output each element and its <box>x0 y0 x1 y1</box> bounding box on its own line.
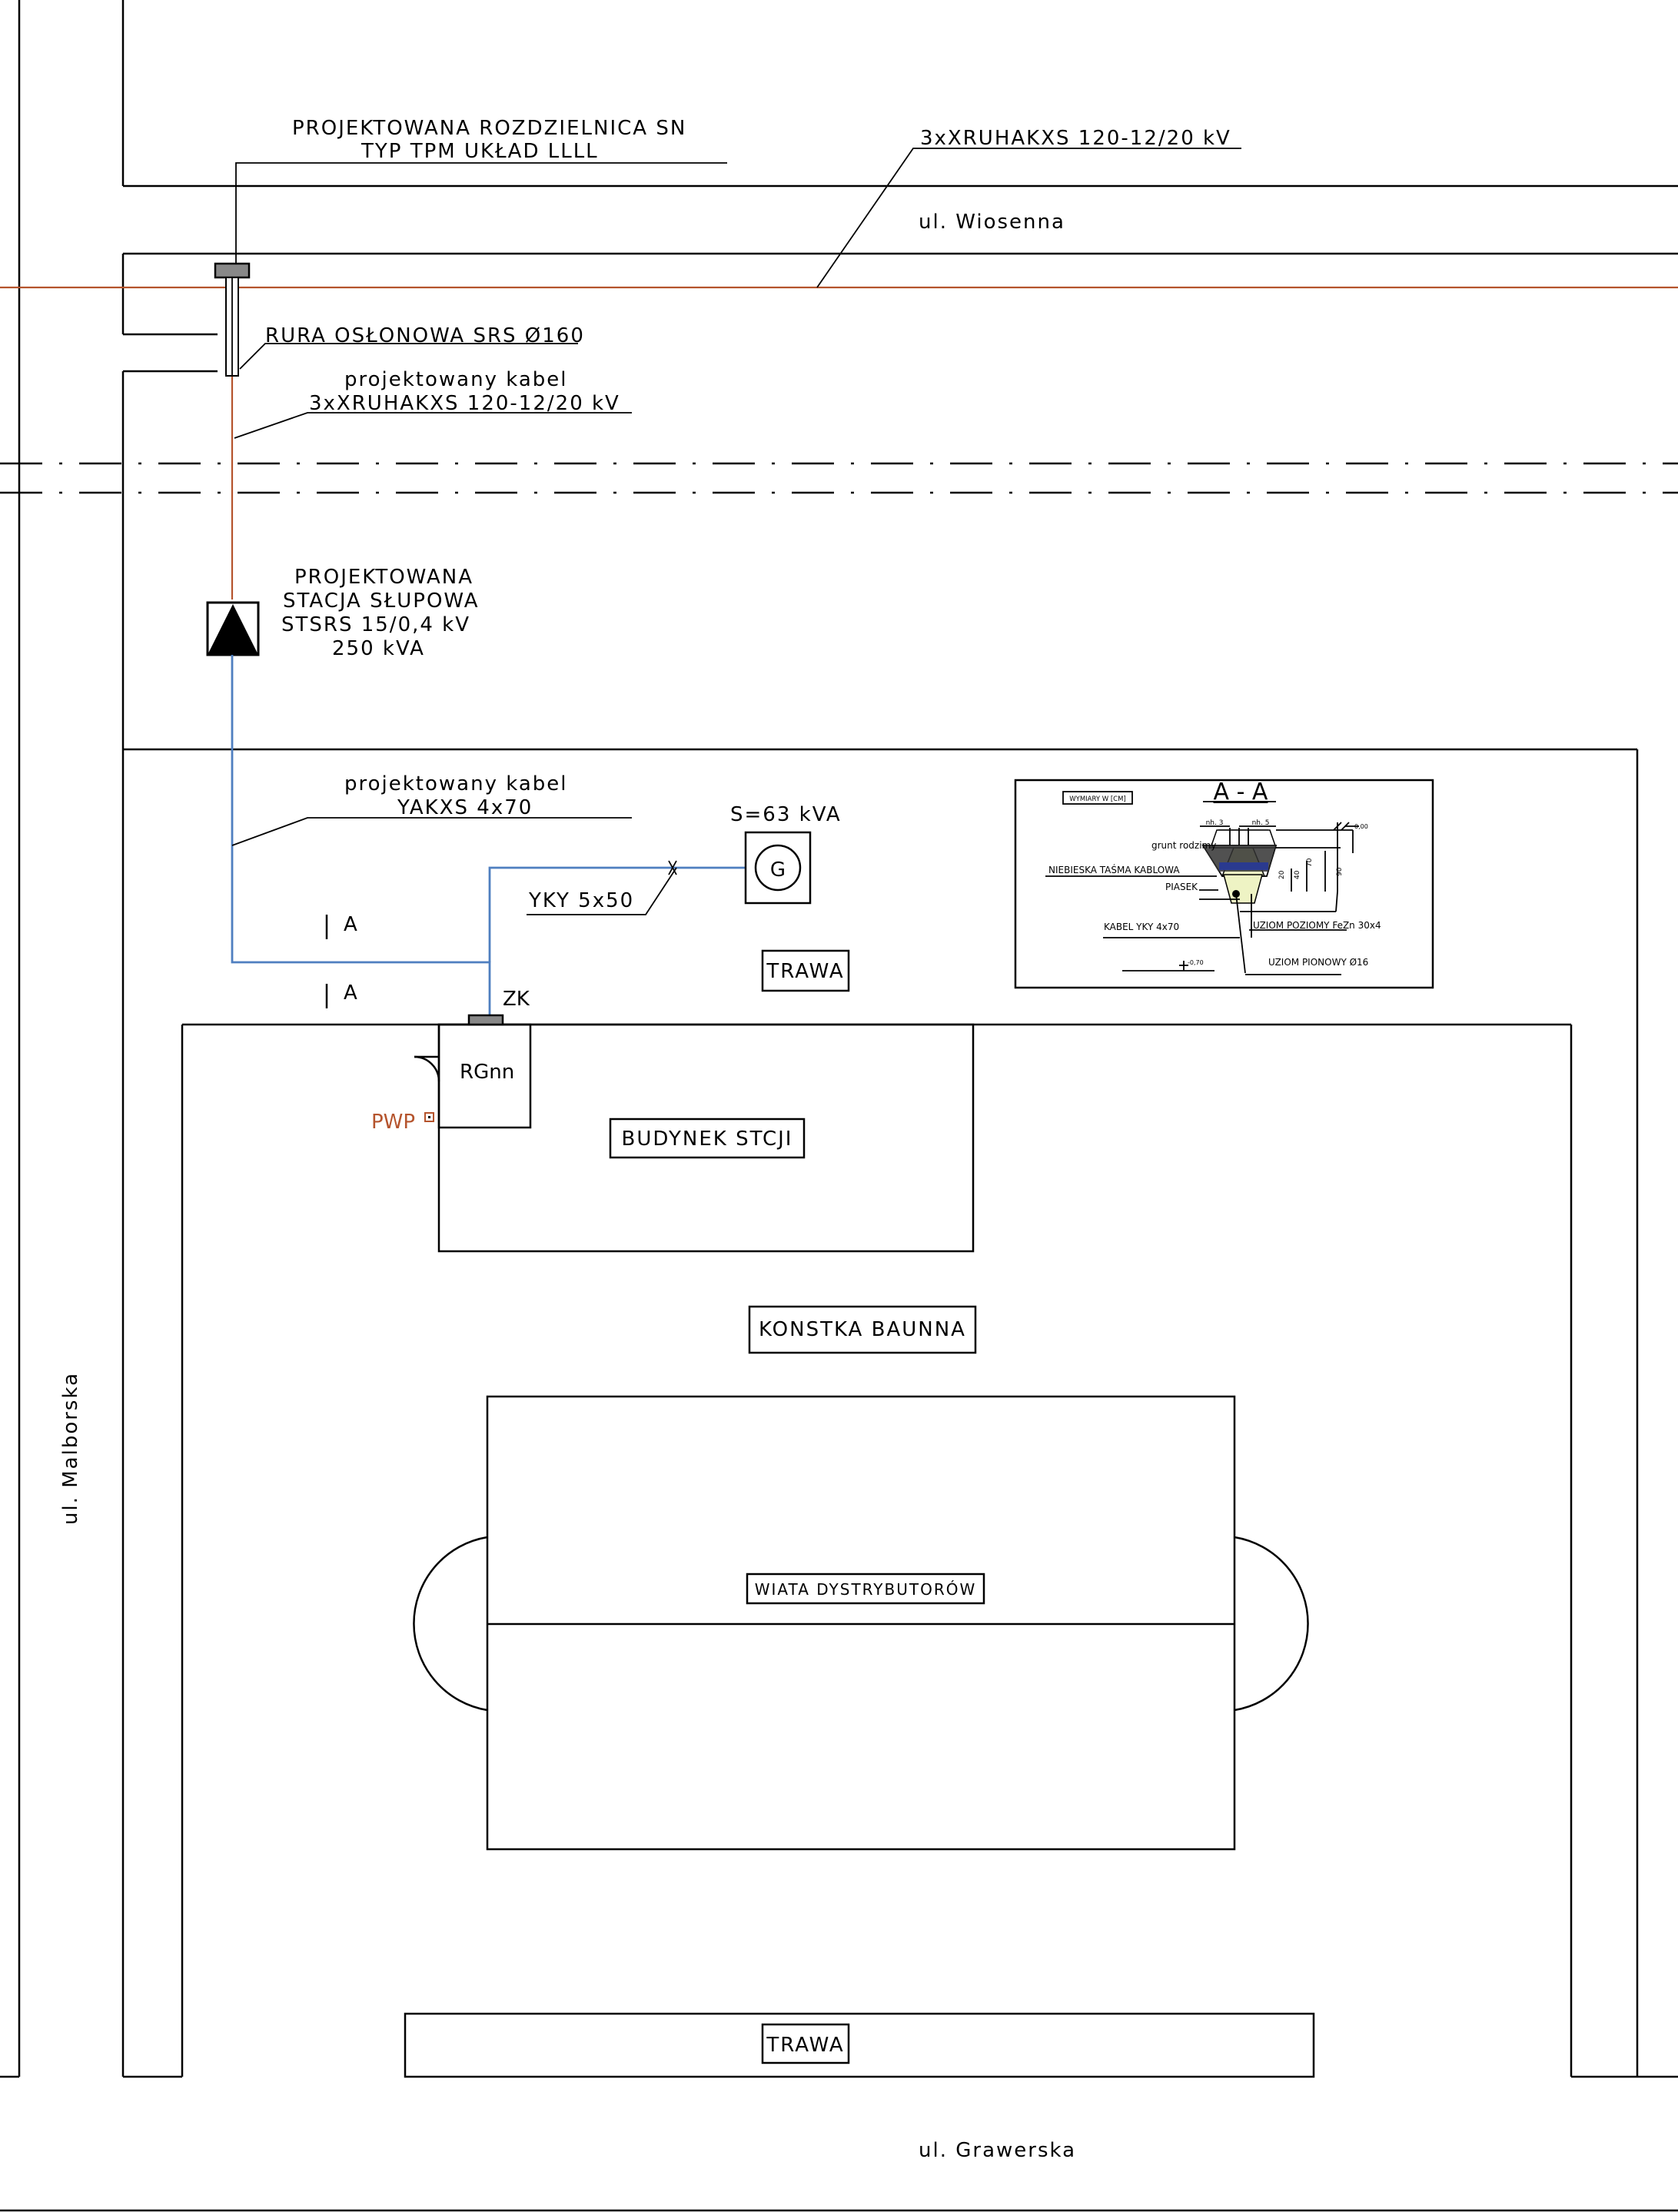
rgnn-label: RGnn <box>460 1061 514 1084</box>
section-earth-h-label: UZIOM POZIOMY FeZn 30x4 <box>1253 920 1381 931</box>
street-west: ul. Malborska <box>59 1372 82 1525</box>
building-label: BUDYNEK STCJI <box>622 1128 793 1151</box>
section-earth-v-label: UZIOM PIONOWY Ø16 <box>1268 957 1368 968</box>
section-dim-90: 90 <box>1336 867 1344 876</box>
generator-power-label: S=63 kVA <box>730 803 842 826</box>
switchgear-symbol <box>214 262 251 377</box>
station-label-4: 250 kVA <box>332 637 425 660</box>
generator-symbol <box>744 831 812 905</box>
section-level-top: 0,00 <box>1354 823 1368 830</box>
pole-station-symbol <box>206 601 260 656</box>
grass-label-bottom: TRAWA <box>766 2034 844 2057</box>
lv-cable <box>231 655 746 1015</box>
mv-cable-label-1: projektowany kabel <box>344 368 568 391</box>
section-dim-left: nh. 3 <box>1206 819 1224 827</box>
section-dim-40: 40 <box>1294 870 1301 879</box>
label-frames <box>609 949 985 2064</box>
section-dim-20: 20 <box>1278 870 1286 879</box>
lv-cable-label-1: projektowany kabel <box>344 772 568 795</box>
section-soil-label: grunt rodzimy <box>1151 840 1216 851</box>
section-detail <box>1014 779 1434 989</box>
konstka-label: KONSTKA BAUNNA <box>759 1318 966 1341</box>
section-mark-a-top: A <box>344 913 357 936</box>
mv-cable <box>0 277 1678 599</box>
station-label-1: PROJEKTOWANA <box>294 566 473 589</box>
axis-lines <box>0 462 1678 494</box>
section-cable-label: KABEL YKY 4x70 <box>1104 922 1179 932</box>
gen-cable-label: YKY 5x50 <box>528 889 634 912</box>
switchgear-label-2: TYP TPM UKŁAD LLLL <box>361 140 599 163</box>
station-label-3: STSRS 15/0,4 kV <box>281 613 470 636</box>
zk-label: ZK <box>503 988 530 1011</box>
section-tape-label: NIEBIESKA TAŚMA KABLOWA <box>1048 864 1180 875</box>
street-south: ul. Grawerska <box>919 2139 1076 2162</box>
section-mark-a-bottom: A <box>344 981 357 1005</box>
section-level-bottom: -0,70 <box>1188 959 1204 966</box>
section-scale-note: WYMIARY W [CM] <box>1069 795 1126 803</box>
section-title: A - A <box>1214 779 1268 805</box>
section-dim-70: 70 <box>1306 858 1314 867</box>
generator-letter: G <box>770 859 786 882</box>
canopy-label: WIATA DYSTRYBUTORÓW <box>755 1580 977 1599</box>
leader-lines <box>231 148 1241 915</box>
mv-cable-label-2: 3xXRUHAKXS 120-12/20 kV <box>309 392 620 415</box>
grass-label-top: TRAWA <box>766 960 844 983</box>
section-dim-right: nh. 5 <box>1252 819 1270 827</box>
pwp-label: PWP <box>371 1111 415 1134</box>
road-cable-label: 3xXRUHAKXS 120-12/20 kV <box>920 127 1231 150</box>
grass-strip <box>404 2012 1315 2078</box>
pipe-label: RURA OSŁONOWA SRS Ø160 <box>265 324 585 347</box>
station-label-2: STACJA SŁUPOWA <box>283 590 479 613</box>
lv-cable-label-2: YAKXS 4x70 <box>397 796 533 819</box>
section-sand-label: PIASEK <box>1165 882 1198 892</box>
station-building <box>414 1014 975 1253</box>
canopy <box>413 1395 1309 1851</box>
street-north: ul. Wiosenna <box>919 211 1065 234</box>
switchgear-label-1: PROJEKTOWANA ROZDZIELNICA SN <box>292 117 686 140</box>
